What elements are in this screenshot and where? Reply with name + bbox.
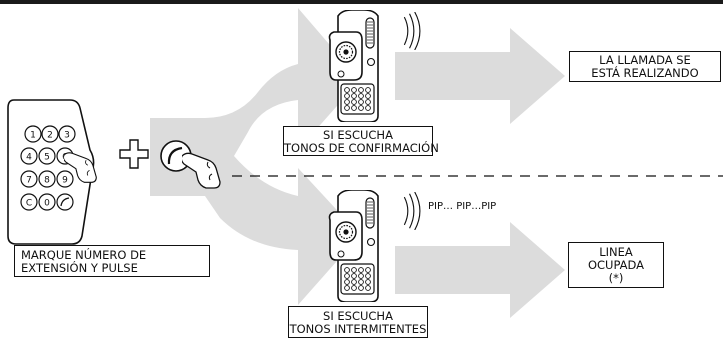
result-line-1: LINEA — [599, 245, 633, 259]
condition-label-bottom: SI ESCUCHA TONOS INTERMITENTES — [288, 306, 428, 338]
result-line-3: (*) — [608, 271, 624, 285]
tone-sound-text: PIP… PIP…PIP — [428, 201, 497, 212]
plus-icon — [119, 139, 149, 169]
result-label-bottom: LINEA OCUPADA (*) — [568, 242, 664, 288]
condition-line-1: SI ESCUCHA — [323, 309, 393, 323]
result-label-top: LA LLAMADA SE ESTÁ REALIZANDO — [569, 51, 721, 82]
condition-line-1: SI ESCUCHA — [323, 128, 393, 142]
svg-text:4: 4 — [26, 153, 32, 163]
instruction-line-2: EXTENSIÓN Y PULSE — [21, 261, 138, 275]
svg-text:7: 7 — [26, 176, 32, 186]
sound-waves-icon — [403, 192, 421, 230]
keypad-icon: 1 2 3 4 5 6 7 8 9 C 0 — [7, 99, 97, 245]
result-line-1: LA LLAMADA SE — [599, 53, 691, 67]
condition-label-top: SI ESCUCHA TONOS DE CONFIRMACIÓN — [283, 126, 439, 156]
arrow-top-right — [395, 28, 565, 124]
svg-text:8: 8 — [44, 176, 50, 186]
svg-text:9: 9 — [62, 176, 68, 186]
instruction-line-1: MARQUE NÚMERO DE — [21, 248, 147, 262]
svg-text:0: 0 — [44, 199, 50, 209]
svg-text:5: 5 — [44, 153, 50, 163]
call-button-icon — [160, 140, 221, 189]
svg-text:3: 3 — [64, 131, 70, 141]
svg-text:1: 1 — [30, 131, 36, 141]
condition-line-2: TONOS INTERMITENTES — [289, 322, 427, 336]
condition-line-2: TONOS DE CONFIRMACIÓN — [284, 141, 439, 155]
arrow-bottom-right — [395, 222, 565, 318]
split-arrow — [150, 8, 565, 318]
instruction-label: MARQUE NÚMERO DE EXTENSIÓN Y PULSE — [14, 245, 210, 277]
sound-waves-icon — [403, 12, 421, 50]
svg-text:C: C — [26, 199, 32, 209]
handset-icon — [328, 190, 379, 302]
top-band — [0, 0, 723, 4]
svg-text:2: 2 — [47, 131, 53, 141]
result-line-2: ESTÁ REALIZANDO — [591, 66, 699, 80]
result-line-2: OCUPADA — [587, 258, 645, 272]
